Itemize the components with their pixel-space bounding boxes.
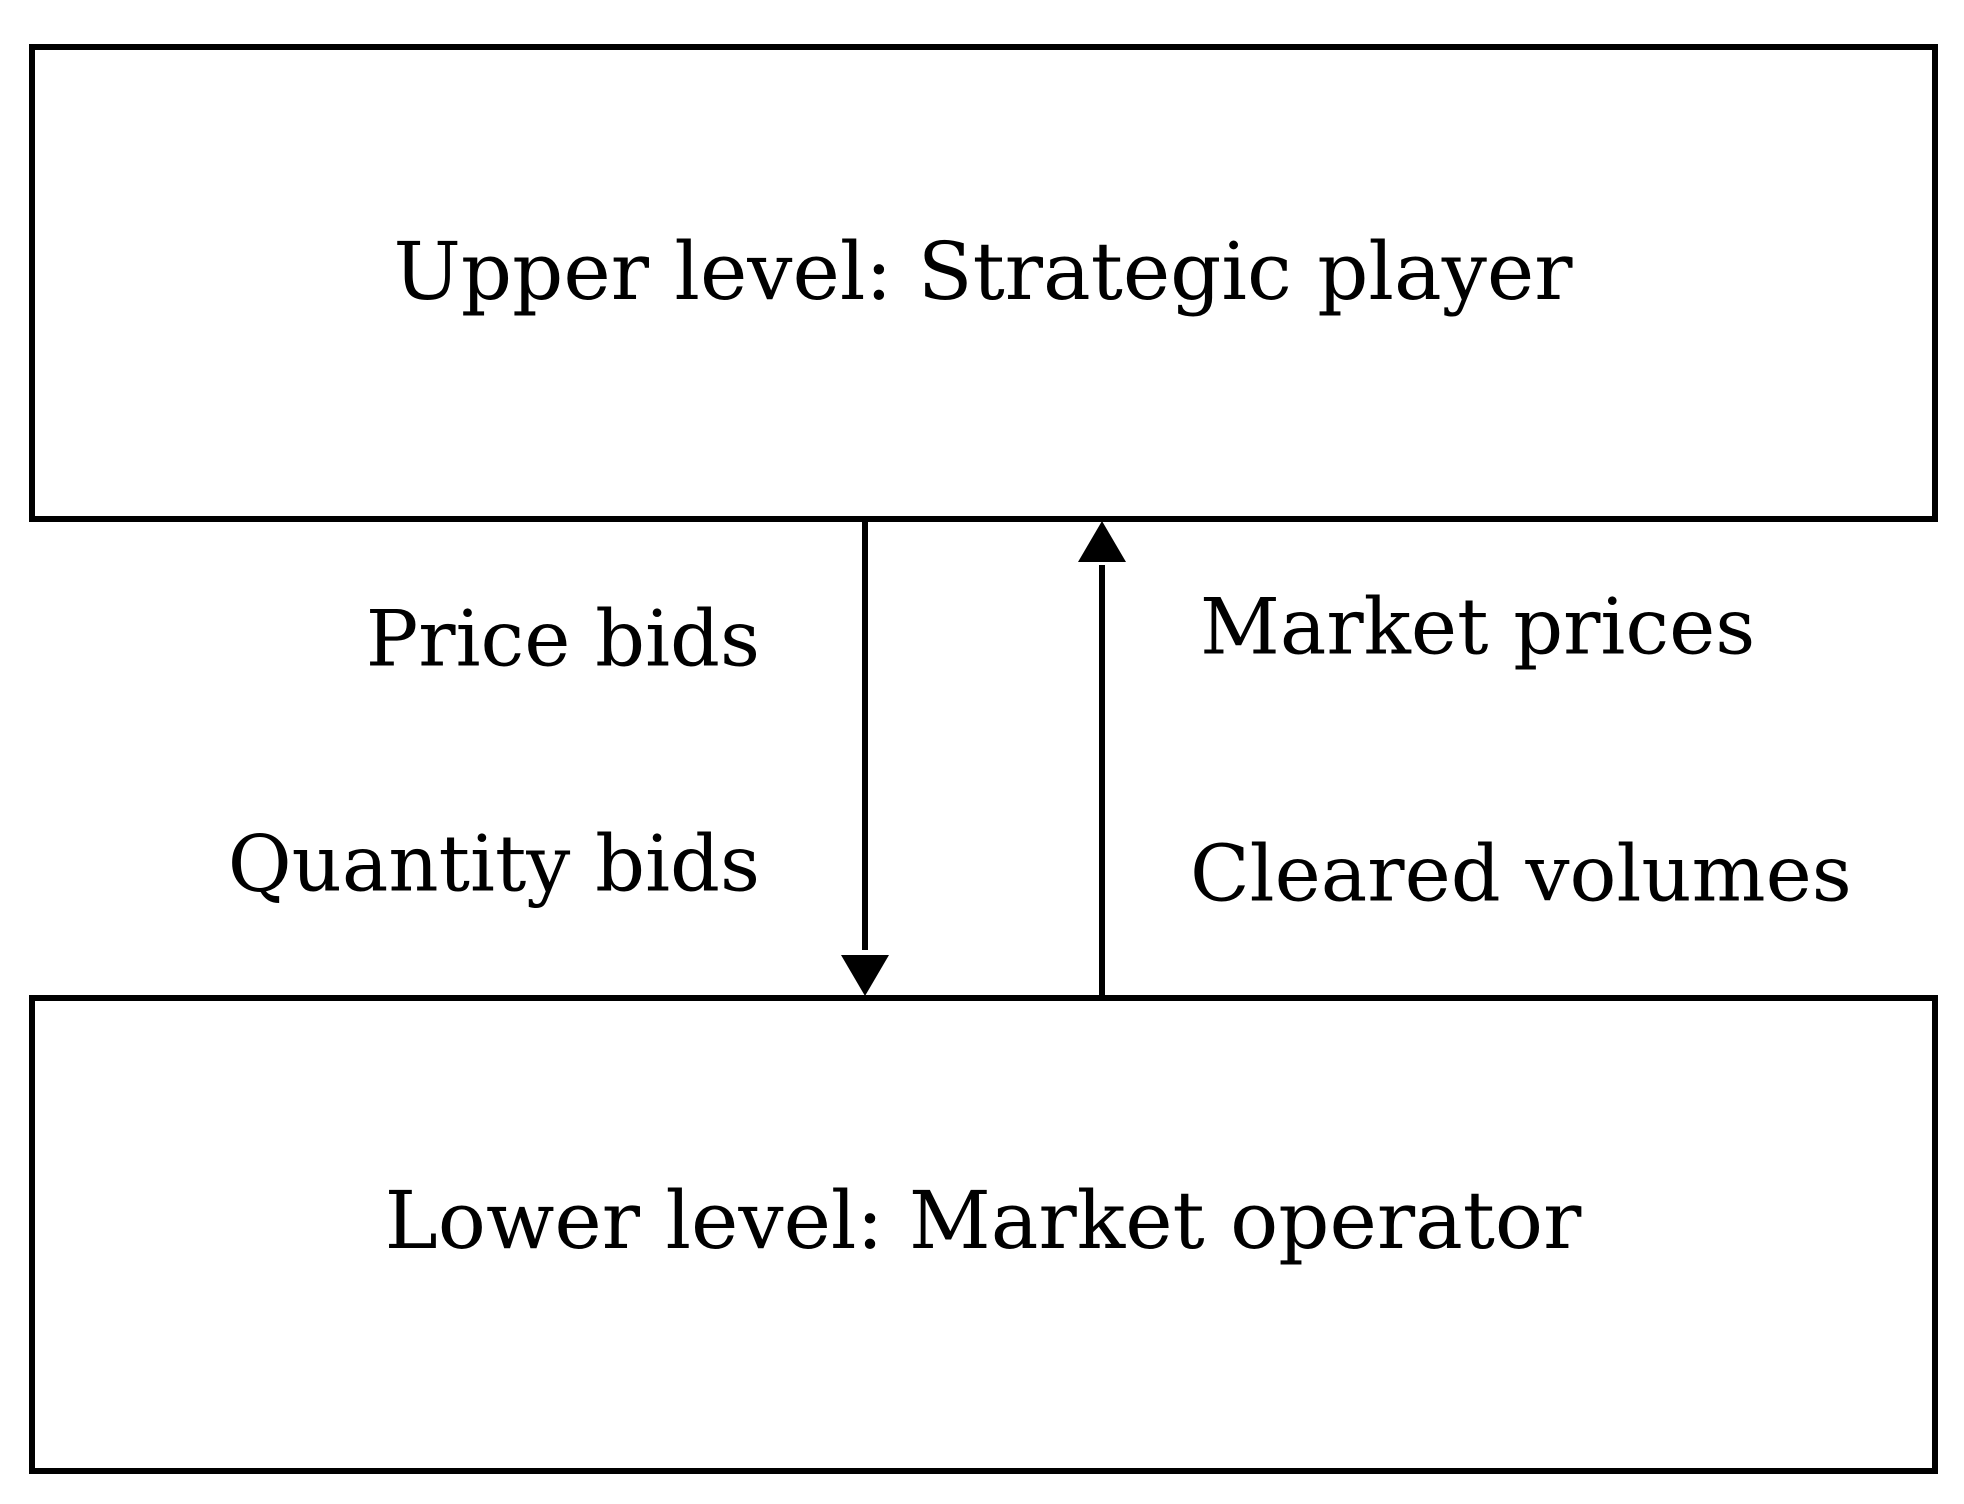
- price-bids-label: Price bids: [366, 595, 760, 685]
- up-arrow-head: [1078, 521, 1126, 562]
- lower-level-label: Lower level: Market operator: [385, 1174, 1582, 1267]
- cleared-volumes-label: Cleared volumes: [1190, 830, 1852, 920]
- quantity-bids-label: Quantity bids: [228, 820, 760, 910]
- upper-level-label: Upper level: Strategic player: [394, 225, 1574, 318]
- down-arrow-head: [841, 955, 889, 996]
- upper-level-box: [29, 44, 1938, 522]
- market-prices-label: Market prices: [1200, 583, 1755, 673]
- lower-level-box: [29, 995, 1938, 1474]
